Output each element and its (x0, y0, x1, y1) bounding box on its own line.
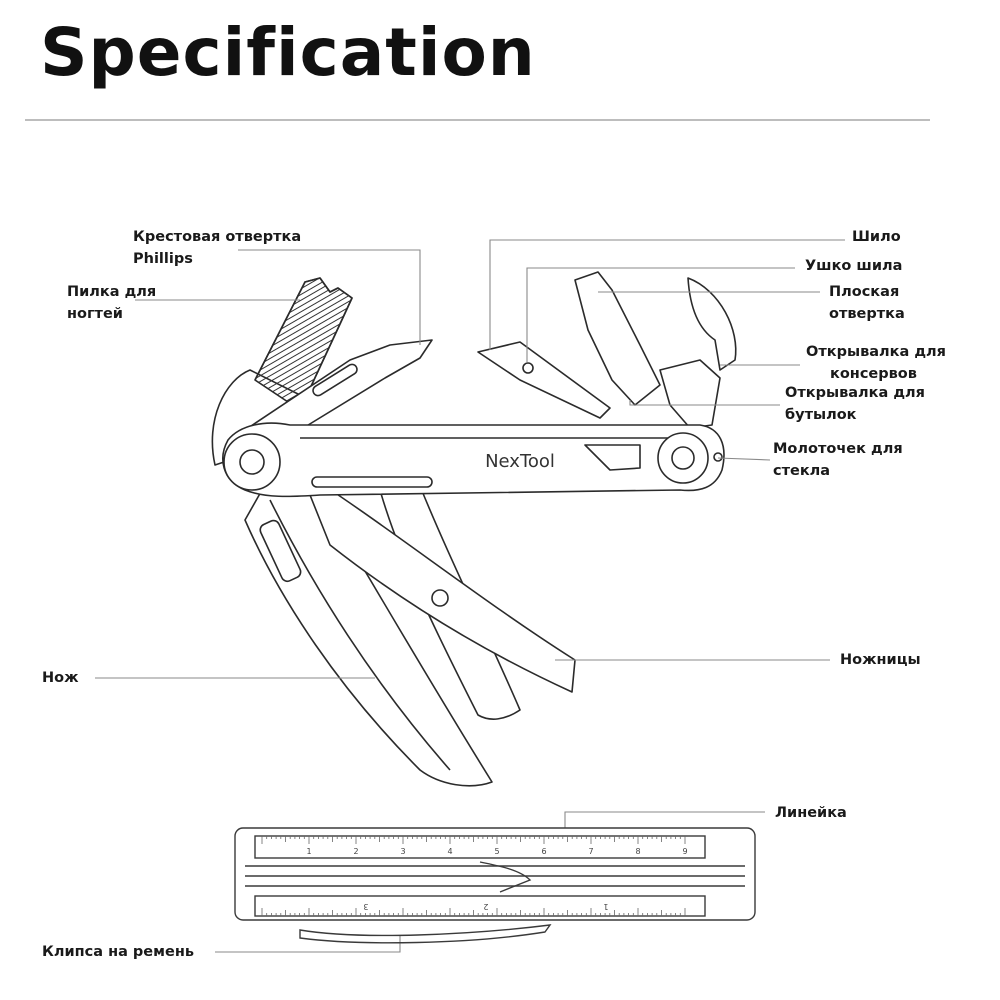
label-nail-file-line2: ногтей (67, 306, 123, 322)
page-title: Specification (40, 14, 536, 91)
ruler-bottom-label: 2 (483, 902, 488, 911)
ruler-top-label: 8 (635, 847, 640, 856)
ruler-top-label: 4 (447, 847, 452, 856)
label-bottle-opener-line2: бутылок (785, 407, 857, 423)
label-bottle-opener: Открывалка для бутылок (785, 382, 925, 426)
brand-logo: NexTool (485, 451, 555, 472)
awl (477, 341, 611, 419)
label-glass-hammer-line2: стекла (773, 463, 831, 479)
label-glass-hammer: Молоточек для стекла (773, 438, 903, 482)
handle-cutout (584, 444, 641, 471)
awl-eye (522, 362, 534, 374)
handle-slot (311, 476, 433, 488)
label-flat-screwdriver-line2: отвертка (829, 306, 905, 322)
label-awl-line1: Шило (852, 229, 901, 245)
left-pivot-inner (239, 449, 265, 475)
knife-edge (269, 499, 451, 771)
phillips-slot (312, 363, 358, 397)
label-scissors-line1: Ножницы (840, 652, 921, 668)
label-phillips: Крестовая отвертка Phillips (133, 226, 301, 270)
leader-glass-hammer (717, 457, 771, 461)
ruler-bottom-label: 1 (603, 902, 608, 911)
label-awl-eye: Ушко шила (805, 255, 902, 277)
phillips-screwdriver (244, 339, 433, 431)
label-knife: Нож (42, 667, 79, 689)
leader-phillips (238, 249, 421, 345)
label-bottle-opener-line1: Открывалка для (785, 385, 925, 401)
scissors-pivot (431, 589, 449, 607)
ruler-bottom-label: 3 (363, 902, 368, 911)
label-nail-file-line1: Пилка для (67, 284, 157, 300)
folded-tool (234, 827, 756, 944)
leader-awl-eye (526, 267, 795, 362)
can-opener (687, 277, 737, 371)
label-scissors: Ножницы (840, 649, 921, 671)
label-flat-screwdriver: Плоская отвертка (829, 281, 905, 325)
knife-nail-nick (259, 519, 302, 583)
label-glass-hammer-line1: Молоточек для (773, 441, 903, 457)
ruler-top-label: 7 (588, 847, 593, 856)
glass-hammer-tip (713, 452, 723, 462)
label-flat-screwdriver-line1: Плоская (829, 284, 900, 300)
leader-belt-clip (215, 935, 401, 953)
ruler-top-label: 3 (400, 847, 405, 856)
folded-opener (479, 861, 532, 893)
leader-awl (489, 239, 845, 350)
ruler-top-label: 9 (682, 847, 687, 856)
ruler-bottom (254, 895, 706, 917)
label-ruler: Линейка (775, 802, 847, 824)
leader-bottle-opener (629, 400, 780, 406)
flat-screwdriver (574, 271, 661, 406)
label-awl: Шило (852, 226, 901, 248)
label-can-opener: Открывалка для консервов (806, 341, 946, 385)
label-phillips-line2: Phillips (133, 251, 193, 267)
bottle-opener (659, 359, 721, 429)
label-belt-clip: Клипса на ремень (42, 941, 194, 963)
knife-blade (244, 479, 493, 787)
ruler-top-label: 6 (541, 847, 546, 856)
right-pivot-inner (671, 446, 695, 470)
label-knife-line1: Нож (42, 670, 79, 686)
main-handle (222, 422, 725, 498)
label-belt-clip-line1: Клипса на ремень (42, 944, 195, 960)
ruler-top-label: 1 (306, 847, 311, 856)
ruler-top-label: 2 (353, 847, 358, 856)
label-awl-eye-line1: Ушко шила (805, 258, 903, 274)
belt-clip (299, 924, 552, 944)
label-can-opener-line2: консервов (830, 366, 917, 382)
label-nail-file: Пилка для ногтей (67, 281, 156, 325)
label-phillips-line1: Крестовая отвертка (133, 229, 302, 245)
nail-file-outline (254, 277, 353, 411)
title-divider (25, 119, 930, 121)
ruler-top (254, 835, 706, 859)
label-can-opener-line1: Открывалка для (806, 344, 946, 360)
label-ruler-line1: Линейка (775, 805, 847, 821)
ruler-top-label: 5 (494, 847, 499, 856)
